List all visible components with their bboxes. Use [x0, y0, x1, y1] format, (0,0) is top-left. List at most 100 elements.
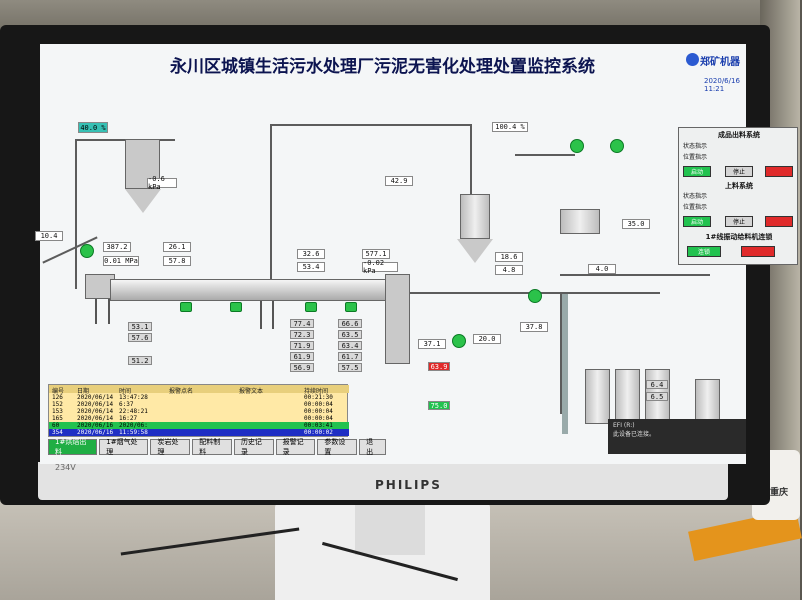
cell: 6:37: [119, 401, 134, 408]
table-row[interactable]: 165 2020/06/14 16:27 00:00:04: [49, 415, 349, 422]
table-row[interactable]: 60 2020/06/16 2020/06: 00:03:41: [49, 422, 349, 429]
fan-icon[interactable]: [80, 244, 94, 258]
storage-silo: [585, 369, 610, 424]
cell: 22:48:21: [119, 408, 148, 415]
alarm-header: 编号 日期 时间 报警点名 报警文本 持续时间: [49, 385, 349, 395]
readout: 10.4: [35, 231, 63, 241]
monitor-stand-neck: [355, 500, 425, 555]
cell: 2020/06/14: [77, 394, 114, 401]
pipe: [560, 274, 710, 276]
scada-screen: 永川区城镇生活污水处理厂污泥无害化处理处置监控系统 郑矿机器 2020/6/16…: [35, 44, 798, 464]
fan-icon[interactable]: [452, 334, 466, 348]
position-label: 位置指示: [683, 204, 708, 211]
readout: 72.3: [290, 330, 314, 339]
tab-flue-gas[interactable]: 1#烟气处理: [99, 438, 149, 456]
table-row[interactable]: 152 2020/06/14 6:37 00:00:04: [49, 401, 349, 408]
motor-icon[interactable]: [345, 302, 357, 312]
cell: 153: [52, 408, 63, 415]
motor-icon[interactable]: [305, 302, 317, 312]
cell: 00:03:41: [304, 422, 333, 429]
tab-history[interactable]: 历史记录: [233, 438, 274, 456]
readout: 61.7: [338, 352, 362, 361]
readout: 53.1: [128, 322, 152, 331]
tab-batching[interactable]: 配料制料: [192, 438, 232, 456]
alarm-button[interactable]: [765, 216, 793, 227]
cell: 2020/06/14: [77, 408, 114, 415]
pipe: [470, 124, 472, 254]
buffer-bin: [560, 209, 600, 234]
readout: 51.2: [128, 356, 152, 365]
readout: 20.0: [473, 334, 501, 344]
cell: 165: [52, 415, 63, 422]
motor-icon[interactable]: [230, 302, 242, 312]
tab-dryer-output[interactable]: 1#烘焙出料: [48, 438, 98, 456]
stop-button[interactable]: 停止: [725, 166, 753, 177]
alarm-table: 编号 日期 时间 报警点名 报警文本 持续时间 126 2020/06/14 1…: [48, 384, 349, 437]
readout: 0.01 MPa: [103, 256, 139, 266]
readout: 26.1: [163, 242, 191, 252]
tab-settings[interactable]: 参数设置: [317, 438, 358, 456]
section-title: 1#线振动给料机连锁: [705, 233, 773, 241]
tab-exit[interactable]: 退出: [359, 438, 387, 456]
readout: -0.02 kPa: [362, 259, 398, 275]
cell: 2020/06/16: [77, 422, 114, 429]
support-leg: [95, 299, 97, 324]
readout: 32.6: [297, 249, 325, 259]
cell: 00:00:04: [304, 415, 333, 422]
fan-icon[interactable]: [570, 139, 584, 153]
motor-icon[interactable]: [180, 302, 192, 312]
column-header: 报警文本: [239, 388, 264, 395]
section-title: 成品出料系统: [718, 131, 760, 139]
start-button[interactable]: 启动: [683, 216, 711, 227]
clock-readout: 2020/6/16 11:21: [704, 77, 740, 93]
table-row[interactable]: 153 2020/06/14 22:48:21 00:00:04: [49, 408, 349, 415]
usb-notification[interactable]: EFI (R:) 此设备已连接。: [608, 419, 746, 454]
readout: 57.8: [163, 256, 191, 266]
chain-button[interactable]: 连锁: [687, 246, 721, 257]
cell: 354: [52, 429, 63, 436]
readout: 71.9: [290, 341, 314, 350]
cell: 16:27: [119, 415, 138, 422]
tab-rock-processing[interactable]: 炭岩处理: [150, 438, 191, 456]
cell: 2020/06:: [119, 422, 148, 429]
cell: 00:21:30: [304, 394, 333, 401]
readout: 6.4: [646, 380, 668, 389]
position-label: 位置指示: [683, 154, 708, 161]
fan-icon[interactable]: [528, 289, 542, 303]
support-leg: [260, 301, 262, 329]
support-leg: [108, 299, 110, 324]
table-row[interactable]: 126 2020/06/14 13:47:28 00:21:30: [49, 394, 349, 401]
readout: 387.2: [103, 242, 131, 252]
start-button[interactable]: 启动: [683, 166, 711, 177]
table-row[interactable]: 354 2020/06/16 11:59:58 00:00:02: [49, 429, 349, 436]
cell: 126: [52, 394, 63, 401]
readout: 56.9: [290, 363, 314, 372]
monitor-brand: PHILIPS: [375, 478, 442, 492]
bucket-elevator: [562, 294, 568, 434]
cell: 13:47:28: [119, 394, 148, 401]
readout: 63.9: [428, 362, 450, 371]
alarm-button[interactable]: [765, 166, 793, 177]
readout: 4.8: [495, 265, 523, 275]
notification-title: EFI (R:): [613, 422, 635, 429]
fan-icon[interactable]: [610, 139, 624, 153]
status-label: 状态指示: [683, 143, 708, 150]
storage-silo: [695, 379, 720, 424]
pipe: [75, 139, 77, 289]
company-logo-icon: [686, 53, 699, 66]
readout: 35.0: [622, 219, 650, 229]
alarm-button[interactable]: [741, 246, 775, 257]
notification-text: 此设备已连接。: [613, 431, 656, 438]
dust-collector: [125, 139, 160, 189]
cell: 00:00:04: [304, 401, 333, 408]
column-header: 日期: [77, 388, 90, 395]
rotary-dryer-drum: [110, 279, 400, 301]
column-header: 编号: [52, 388, 65, 395]
readout: 77.4: [290, 319, 314, 328]
stop-button[interactable]: 停止: [725, 216, 753, 227]
tab-alarm-log[interactable]: 报警记录: [275, 438, 316, 456]
readout: 63.4: [338, 341, 362, 350]
readout: 100.4 %: [492, 122, 528, 132]
cell: 2020/06/16: [77, 429, 114, 436]
pipe: [515, 154, 575, 156]
